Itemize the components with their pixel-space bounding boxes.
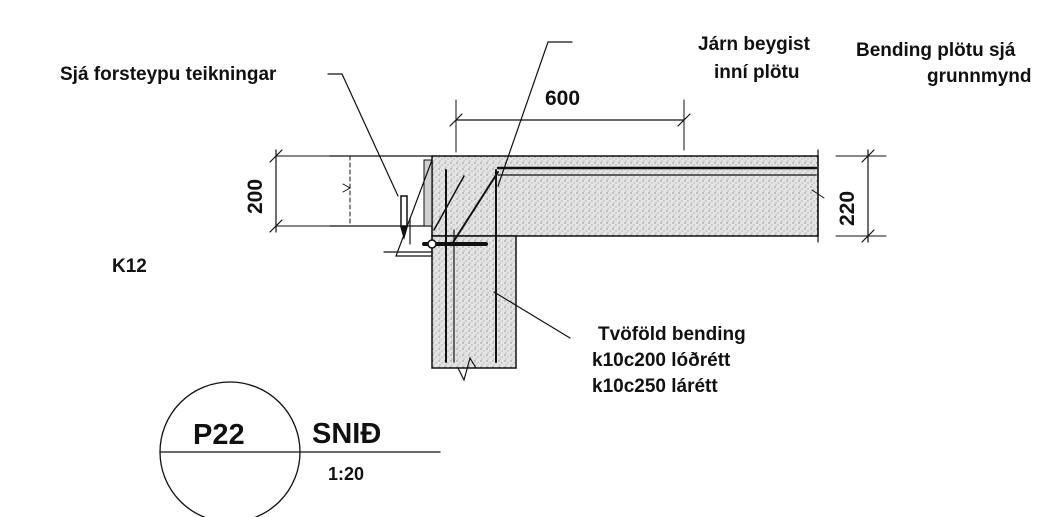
wall (431, 235, 517, 382)
note-forsteypu: Sjá forsteypu teikningar (60, 64, 277, 85)
note-jarn-beygist: Járn beygist (698, 34, 811, 55)
leader-lines (327, 41, 573, 339)
section-title: SNIÐ (312, 418, 381, 450)
dimension-220 (835, 149, 887, 243)
note-k10c200: k10c200 lóðrétt (592, 350, 731, 371)
section-marker (159, 381, 441, 517)
section-id: P22 (193, 419, 245, 451)
note-grunnmynd: grunnmynd (927, 66, 1032, 87)
note-inni-plotu: inní plötu (714, 62, 799, 83)
note-tvofold-bending: Tvöföld bending (598, 324, 746, 345)
precast-element (329, 155, 433, 257)
tag-k12: K12 (112, 256, 147, 277)
reinforcement (400, 166, 818, 363)
dimension-200 (269, 149, 331, 233)
dimension-600 (449, 99, 691, 153)
note-bending-plotu: Bending plötu sjá (856, 40, 1016, 61)
dim-600-label: 600 (545, 87, 580, 110)
note-k10c250: k10c250 lárétt (592, 376, 718, 397)
section-scale: 1:20 (328, 464, 364, 484)
dim-200-label: 200 (244, 179, 267, 214)
slab (431, 149, 825, 243)
dim-220-label: 220 (836, 191, 859, 226)
